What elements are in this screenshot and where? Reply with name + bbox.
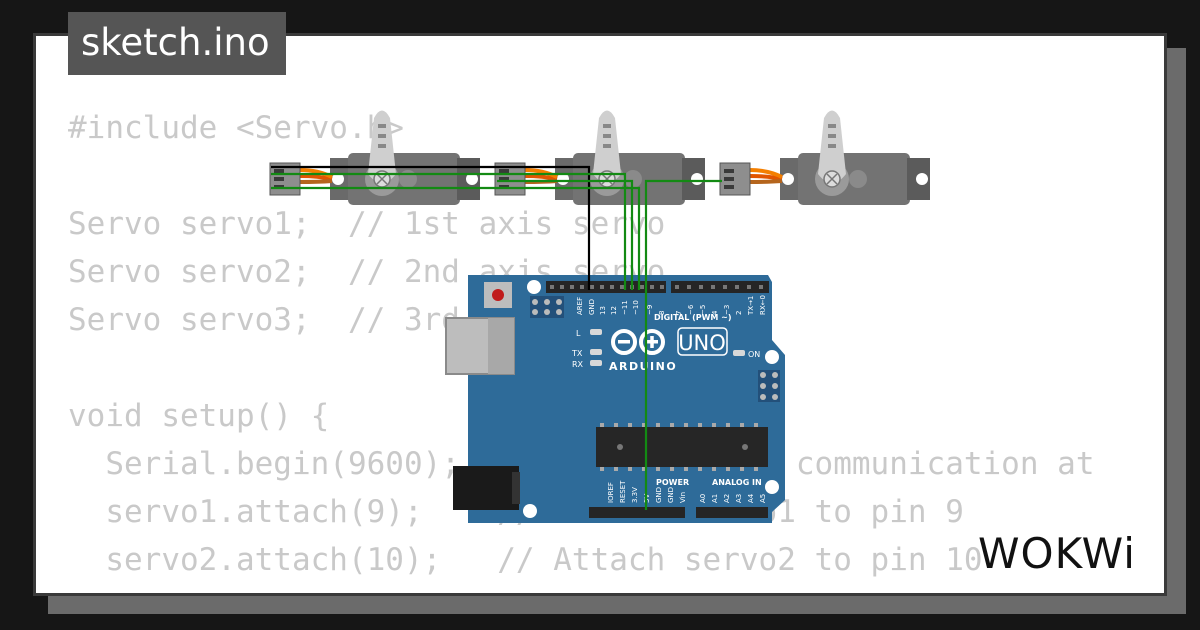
pin-label: RX←0 — [759, 295, 767, 315]
pin-label: GND — [655, 487, 663, 503]
pin-label: 13 — [599, 306, 607, 315]
arduino-infinity-logo — [611, 329, 665, 355]
pin-label: A0 — [699, 494, 707, 503]
wire-signal-4[interactable] — [644, 179, 722, 290]
pin-label: RESET — [619, 480, 627, 503]
pin-label: 12 — [610, 306, 618, 315]
file-title: sketch.ino — [81, 21, 270, 64]
wokwi-logo: WOKWi — [978, 528, 1154, 580]
wire-signal-1[interactable] — [271, 172, 627, 290]
code-line: Servo servo1; // 1st axis servo — [68, 206, 666, 242]
wire-signal-3[interactable] — [271, 186, 641, 290]
digital-header-label: DIGITAL (PWM ~) — [654, 313, 732, 322]
pin-label: ~10 — [632, 300, 640, 315]
pin-label: Vin — [679, 492, 687, 503]
code-line: servo3.attach(11); // Attach servo3 to p… — [68, 584, 1095, 593]
pin-label: 4 — [711, 310, 719, 315]
led-tx-label: TX — [571, 349, 583, 358]
wokwi-logo-mark: WOKWi — [978, 529, 1136, 578]
board-logo-text: ARDUINO — [609, 360, 677, 373]
led-rx-label: RX — [572, 360, 584, 369]
file-title-tab[interactable]: sketch.ino — [68, 12, 286, 75]
pin-label: GND — [667, 487, 675, 503]
pin-label: ~6 — [687, 304, 695, 315]
pin-label: ~5 — [699, 305, 707, 315]
pin-label: 7 — [675, 311, 683, 315]
pin-label: A5 — [759, 494, 767, 503]
wire-gnd[interactable] — [271, 165, 591, 290]
wire-signal-2[interactable] — [497, 179, 634, 290]
pin-label: A3 — [735, 494, 743, 503]
servo-3[interactable] — [719, 110, 930, 206]
servo-2[interactable] — [494, 110, 705, 206]
pin-label: ~9 — [646, 305, 654, 315]
analog-header-label: ANALOG IN — [712, 478, 762, 487]
code-line: servo2.attach(10); // Attach servo2 to p… — [68, 542, 983, 578]
arduino-uno-board[interactable]: UNO ARDUINO DIGITAL (PWM ~) POWER ANALOG… — [445, 275, 785, 523]
pin-label: TX→1 — [747, 296, 755, 316]
pin-label: GND — [588, 299, 596, 315]
power-header-label: POWER — [656, 478, 689, 487]
pin-label: A4 — [747, 493, 755, 503]
pin-label: A2 — [723, 494, 731, 503]
brand-text: WOKWi — [978, 529, 1136, 576]
led-on-label: ON — [748, 350, 760, 359]
pin-label: AREF — [576, 297, 584, 315]
code-line: Servo servo2; // 2nd axis servo — [68, 254, 666, 290]
pin-label: 2 — [735, 311, 743, 315]
board-model-label: UNO — [678, 331, 726, 355]
pin-label: 8 — [658, 311, 666, 315]
servo-1[interactable] — [269, 110, 480, 206]
pin-label: 3.3V — [631, 487, 639, 503]
code-line: void setup() { — [68, 398, 330, 434]
pin-label: A1 — [711, 494, 719, 503]
wiring — [271, 165, 722, 510]
pin-label: IOREF — [607, 482, 615, 503]
led-l-label: L — [576, 329, 581, 338]
pin-label: ~11 — [621, 300, 629, 315]
pin-label: ~3 — [723, 305, 731, 315]
